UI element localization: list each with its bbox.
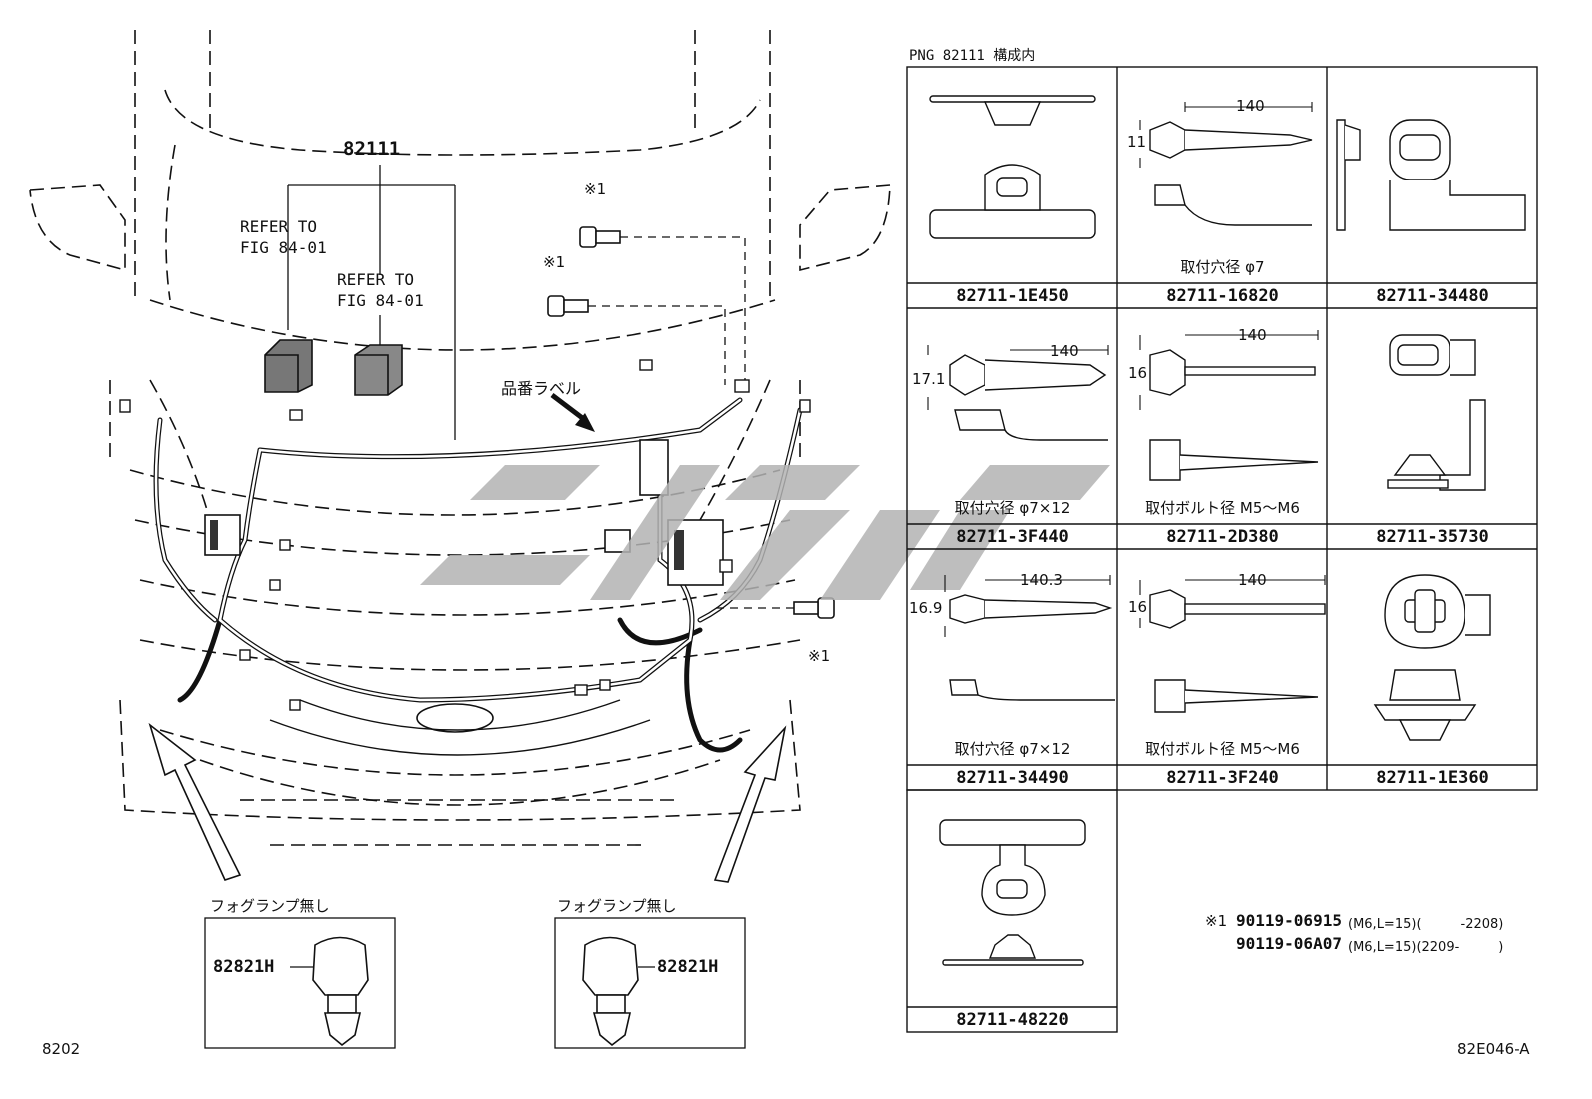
clamp-part-3: 82711-34480	[1376, 286, 1489, 306]
fog-lamp-boxes	[204, 917, 746, 1049]
relay-icons	[264, 339, 403, 396]
fog-lamp-arrows	[148, 722, 787, 883]
emblem	[416, 703, 494, 733]
clamp-dim-7-height: 16.9	[909, 599, 943, 617]
clamp-caption-5: 取付ボルト径 M5～M6	[1145, 499, 1300, 517]
clamp-part-2: 82711-16820	[1166, 286, 1279, 306]
asterisk-mark-1: ※1	[584, 180, 607, 198]
bolt-note-part-2: 90119-06A07	[1236, 934, 1342, 953]
refer-2-line2: FIG 84-01	[337, 291, 424, 310]
label-arrow	[550, 393, 595, 432]
fog-lamp-left-caption: フォグランプ無し	[210, 897, 330, 915]
fog-lamp-right-caption: フォグランプ無し	[557, 897, 677, 915]
clamp-caption-4: 取付穴径 φ7×12	[954, 499, 1071, 517]
mirrors	[29, 184, 891, 272]
figure-code: 82E046-A	[1457, 1040, 1530, 1058]
bolt-note-part-1: 90119-06915	[1236, 911, 1342, 930]
refer-1-line1: REFER TO	[240, 217, 318, 236]
bolt-leaders	[588, 236, 794, 609]
page-number: 8202	[42, 1040, 81, 1058]
bolt-note-mark: ※1	[1205, 912, 1228, 930]
watermark	[420, 465, 1110, 600]
fog-lamp-right-part: 82821H	[657, 957, 719, 977]
clamp-dim-8-length: 140	[1238, 571, 1267, 589]
clamp-part-8: 82711-3F240	[1166, 768, 1279, 788]
clamp-part-4: 82711-3F440	[956, 527, 1069, 547]
bolts	[547, 226, 835, 619]
clamp-part-7: 82711-34490	[956, 768, 1069, 788]
clamp-part-6: 82711-35730	[1376, 527, 1489, 547]
clamp-dim-4-height: 17.1	[912, 370, 946, 388]
clamp-caption-2: 取付穴径 φ7	[1180, 258, 1265, 276]
clamp-dim-4-length: 140	[1050, 342, 1079, 360]
clamp-dim-5-height: 16	[1128, 364, 1148, 382]
fog-lamp-connectors	[312, 936, 639, 1047]
asterisk-mark-2: ※1	[543, 253, 566, 271]
clamp-part-5: 82711-2D380	[1166, 527, 1279, 547]
refer-1-line2: FIG 84-01	[240, 238, 327, 257]
part-label-caption: 品番ラベル	[501, 379, 582, 398]
main-part-number: 82111	[343, 138, 401, 160]
refer-2-line1: REFER TO	[337, 270, 415, 289]
clamp-dim-2-height: 11	[1127, 133, 1147, 151]
fog-lamp-left-part: 82821H	[213, 957, 275, 977]
clamp-part-1: 82711-1E450	[956, 286, 1069, 306]
bolt-note-spec-2: (M6,L=15)(2209- )	[1348, 940, 1504, 955]
clamp-dim-2-length: 140	[1236, 97, 1265, 115]
clamp-dim-7-length: 140.3	[1020, 571, 1063, 589]
clamp-dim-5-length: 140	[1238, 326, 1267, 344]
clamp-part-9: 82711-1E360	[1376, 768, 1489, 788]
parts-table-grid	[906, 66, 1538, 1033]
clamp-caption-8: 取付ボルト径 M5～M6	[1145, 740, 1300, 758]
leader-82111	[287, 165, 456, 440]
png-header: PNG 82111 構成内	[909, 48, 1036, 64]
clamp-part-10: 82711-48220	[956, 1010, 1069, 1030]
connectors	[119, 359, 811, 711]
bolt-note-spec-1: (M6,L=15)( -2208)	[1348, 917, 1504, 932]
clamp-caption-7: 取付穴径 φ7×12	[954, 740, 1071, 758]
asterisk-mark-3: ※1	[808, 647, 831, 665]
clamp-drawings	[929, 95, 1526, 966]
clamp-dim-8-height: 16	[1128, 598, 1148, 616]
